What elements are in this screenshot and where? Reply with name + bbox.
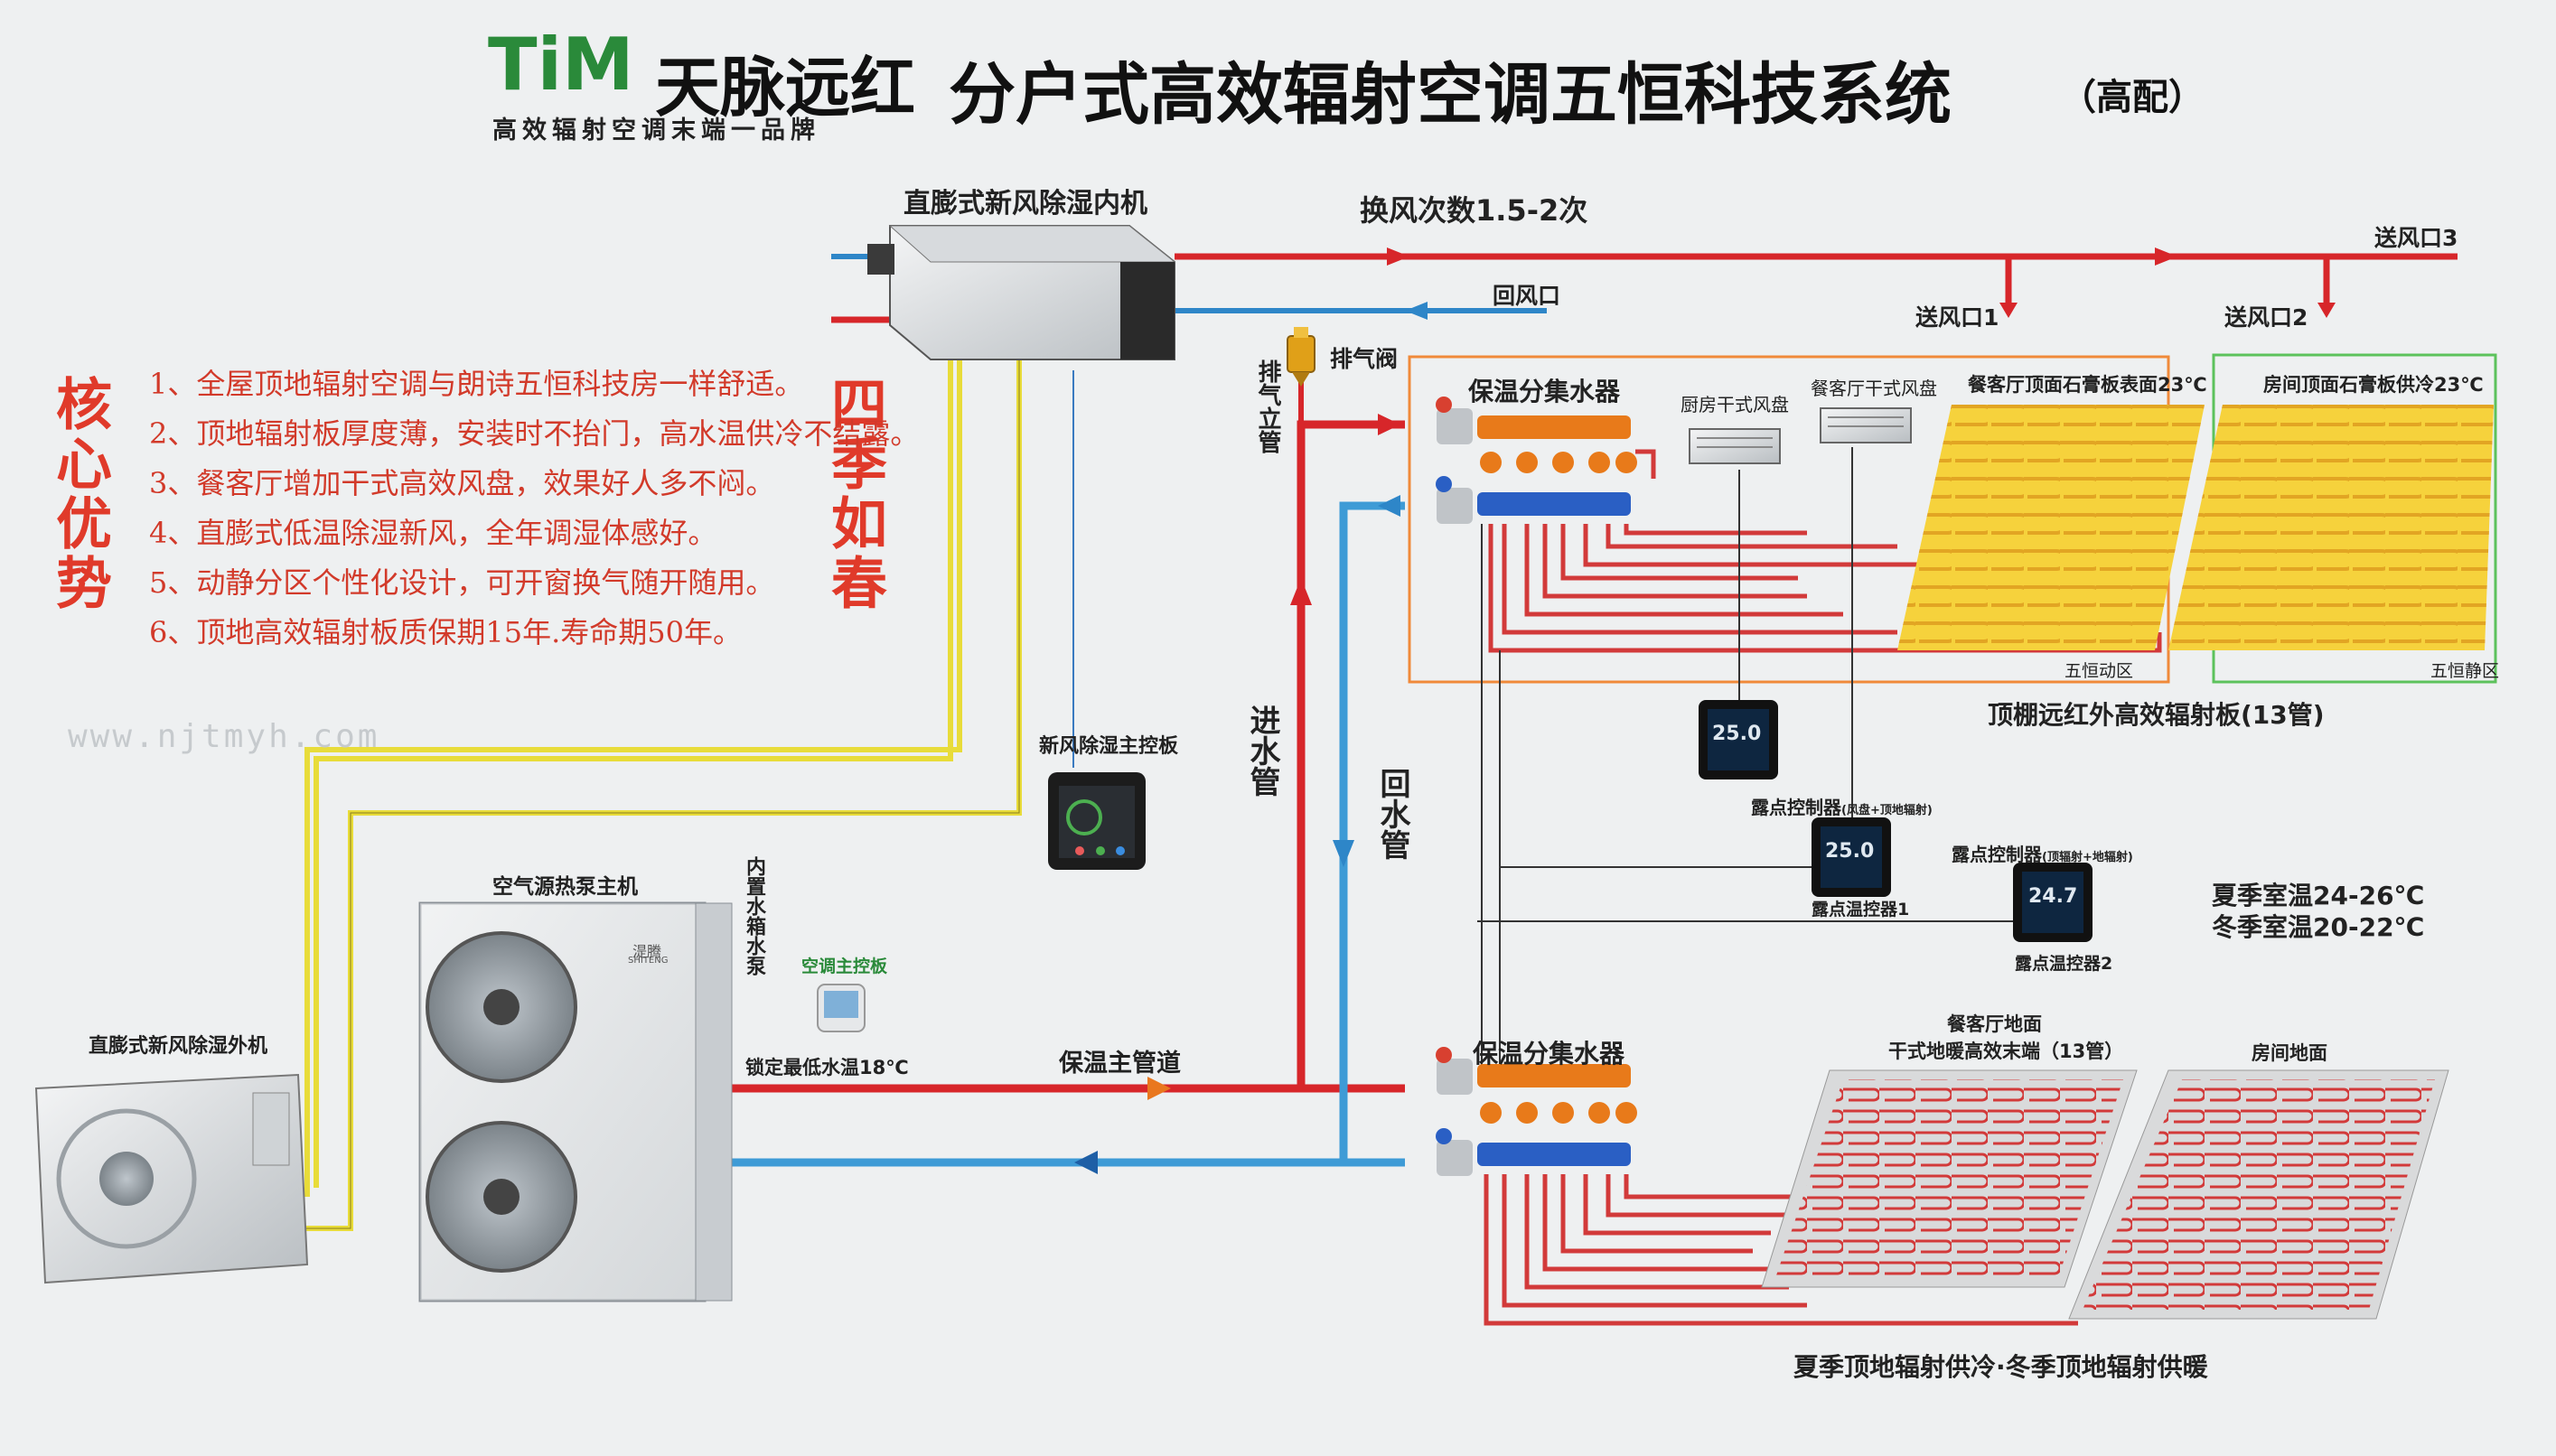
dew-controller-1-note: (风盘+顶地辐射) [1841, 804, 1933, 817]
min-water-temp-label: 锁定最低水温18℃ [745, 1057, 909, 1078]
top-manifold-label: 保温分集水器 [1468, 377, 1621, 406]
outdoor-unit-label: 直膨式新风除湿外机 [89, 1035, 268, 1058]
thermostat-dew-1 [1812, 817, 1891, 897]
heat-pump-brand: 湜腾 [632, 943, 662, 960]
dining-ceiling-panel-label: 餐客厅顶面石膏板表面23℃ [1968, 374, 2207, 396]
supply-arrow [2317, 303, 2336, 318]
dew-controller-1-caption: 露点控制器(风盘+顶地辐射) [1751, 793, 1933, 819]
room-floor-label: 房间地面 [2252, 1042, 2327, 1064]
riser-up-arrow [1290, 578, 1312, 605]
bottom-manifold-pipes [1484, 1174, 2078, 1326]
air-change-rate-label: 换风次数1.5-2次 [1360, 193, 1588, 228]
supply-arrow [1999, 303, 2018, 318]
ac-panel-label: 空调主控板 [801, 957, 888, 976]
active-zone-label: 五恒动区 [2064, 661, 2134, 681]
riser-down-arrow [1333, 840, 1354, 867]
dew-controller-1-text: 露点控制器 [1751, 797, 1841, 818]
supply-arrow [1387, 247, 1409, 266]
air-vent-riser-label: 排气立管 [1254, 359, 1281, 453]
brand-tagline: 高效辐射空调末端一品牌 [492, 117, 820, 145]
dining-floor-label-1: 餐客厅地面 [1947, 1013, 2042, 1035]
dining-floor-panel-coil [1775, 1079, 2123, 1278]
advantages-list: 1、全屋顶地辐射空调与朗诗五恒科技房一样舒适。 2、顶地辐射板厚度薄，安装时不抬… [149, 359, 919, 658]
dining-ceiling-panel-coil [1897, 405, 2205, 650]
website-watermark: www.njtmyh.com [68, 718, 380, 755]
advantage-item: 6、顶地高效辐射板质保期15年.寿命期50年。 [149, 615, 742, 649]
main-supply-arrow [1147, 1077, 1171, 1100]
page-title-suffix: （高配） [2060, 77, 2205, 118]
main-return-arrow [1074, 1151, 1098, 1174]
heat-pump-unit [418, 901, 733, 1302]
builtin-tank-label: 内置水箱水泵 [743, 856, 765, 975]
air-vent-valve [1287, 327, 1315, 387]
manifold-return-arrow [1378, 495, 1400, 517]
supply-arrow [2155, 247, 2177, 266]
bottom-caption: 夏季顶地辐射供冷·冬季顶地辐射供暖 [1793, 1352, 2208, 1382]
heat-pump-brand-en: SHITENG [628, 956, 669, 966]
thermostat-temp-dining: 25.0 [1712, 723, 1762, 745]
top-manifold [1436, 397, 1637, 524]
thermostat-dew-2 [2013, 863, 2093, 942]
supply-outlet-2-label: 送风口2 [2224, 304, 2308, 331]
thermostat-temp-dew-1: 25.0 [1825, 840, 1875, 863]
dew-controller-1-name: 露点温控器1 [1812, 900, 1910, 919]
return-arrow [1405, 302, 1428, 320]
return-pipe-label: 回水管 [1374, 768, 1410, 860]
control-lines [1477, 447, 2028, 1066]
page-title: 分户式高效辐射空调五恒科技系统 [949, 56, 1952, 134]
heat-pump-label: 空气源热泵主机 [492, 875, 638, 899]
room-ceiling-panel-label: 房间顶面石膏板供冷23℃ [2263, 374, 2484, 396]
fresh-air-panel-label: 新风除湿主控板 [1039, 735, 1179, 758]
quiet-zone-label: 五恒静区 [2430, 661, 2500, 681]
advantage-item: 1、全屋顶地辐射空调与朗诗五恒科技房一样舒适。 [149, 367, 804, 401]
fresh-air-indoor-unit [867, 225, 1176, 360]
manifold-feed-arrow [1378, 414, 1400, 435]
ceiling-panel-caption: 顶棚远红外高效辐射板(13管) [1988, 700, 2325, 730]
room-ceiling-panel-coil [2168, 405, 2494, 650]
thermostat-dining [1699, 700, 1778, 779]
supply-pipe-label: 进水管 [1244, 705, 1280, 797]
bottom-manifold-label: 保温分集水器 [1473, 1039, 1625, 1069]
dew-controller-2-note: (顶辐射+地辐射) [2042, 851, 2133, 864]
advantages-heading: 核心优势 [46, 375, 112, 613]
fresh-air-control-panel-device [1048, 772, 1146, 870]
return-outlet-label: 回风口 [1493, 283, 1561, 309]
dining-fcu-label: 餐客厅干式风盘 [1811, 378, 1937, 399]
dew-controller-2-caption: 露点控制器(顶辐射+地辐射) [1952, 840, 2133, 866]
ac-control-panel-device [817, 984, 866, 1032]
dew-controller-2-name: 露点温控器2 [2015, 954, 2113, 974]
dining-floor-label-2: 干式地暖高效末端（13管） [1888, 1041, 2124, 1062]
dining-fan-coil [1820, 407, 1912, 443]
signal-wires-inner [298, 359, 1020, 1229]
supply-outlet-3-label: 送风口3 [2374, 225, 2458, 251]
thermostat-temp-dew-2: 24.7 [2028, 885, 2078, 908]
brand-name: 天脉远红 [655, 50, 916, 126]
fresh-air-outdoor-unit [34, 1073, 309, 1284]
advantage-item: 3、餐客厅增加干式高效风盘，效果好人多不闷。 [149, 466, 775, 500]
advantage-item: 2、顶地辐射板厚度薄，安装时不抬门，高水温供冷不结露。 [149, 416, 920, 451]
kitchen-fcu-label: 厨房干式风盘 [1681, 394, 1789, 415]
advantage-item: 5、动静分区个性化设计，可开窗换气随开随用。 [149, 565, 775, 600]
fresh-air-indoor-unit-label: 直膨式新风除湿内机 [903, 188, 1147, 219]
dew-controller-2-text: 露点控制器 [1952, 844, 2042, 865]
winter-temp-label: 冬季室温20-22℃ [2212, 912, 2425, 942]
summer-temp-label: 夏季室温24-26℃ [2212, 881, 2425, 910]
bottom-manifold [1436, 1047, 1637, 1176]
kitchen-fan-coil [1689, 428, 1781, 464]
supply-outlet-1-label: 送风口1 [1915, 304, 1999, 331]
room-floor-panel-coil [2083, 1079, 2435, 1310]
main-pipe-label: 保温主管道 [1059, 1050, 1181, 1078]
air-vent-valve-label: 排气阀 [1330, 346, 1399, 372]
advantage-item: 4、直膨式低温除湿新风，全年调湿体感好。 [149, 516, 717, 550]
brand-logo: TiM [488, 23, 634, 107]
four-seasons-heading: 四季如春 [821, 375, 887, 613]
